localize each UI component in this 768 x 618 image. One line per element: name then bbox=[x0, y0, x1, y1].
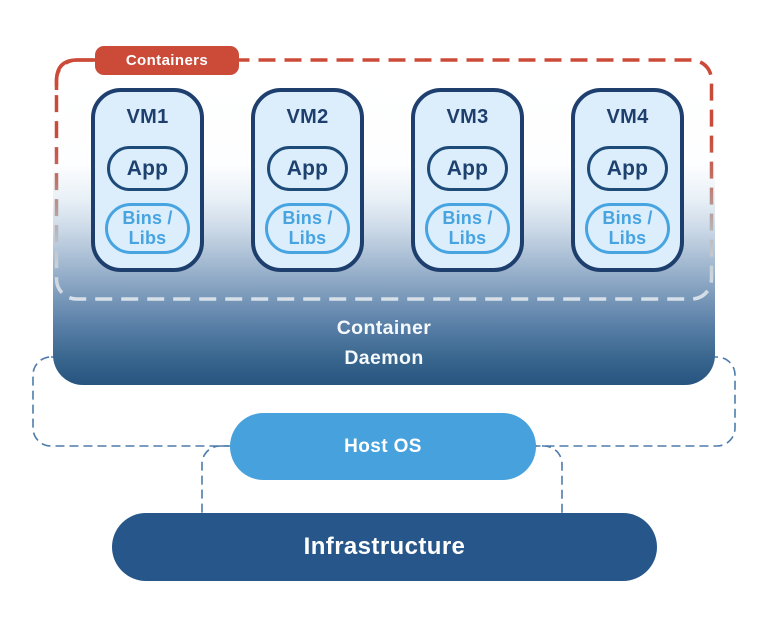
infrastructure-box: Infrastructure bbox=[112, 513, 657, 581]
vm3-bins-line2: Libs bbox=[448, 227, 487, 248]
containers-tag: Containers bbox=[95, 46, 239, 75]
vm1-app-pill: App bbox=[107, 146, 188, 191]
vm4-bins-line2: Libs bbox=[608, 227, 647, 248]
vm3-bins-libs-pill: Bins / Libs bbox=[425, 203, 510, 254]
vm4-box: VM4 App Bins / Libs bbox=[571, 88, 684, 272]
vm1-app-label: App bbox=[126, 156, 169, 180]
containers-tag-label: Containers bbox=[125, 52, 209, 69]
vm2-box: VM2 App Bins / Libs bbox=[251, 88, 364, 272]
vm2-title: VM2 bbox=[286, 106, 329, 128]
vm2-app-label: App bbox=[286, 156, 329, 180]
vm3-title: VM3 bbox=[446, 106, 489, 128]
vm4-app-label: App bbox=[606, 156, 649, 180]
vm4-title: VM4 bbox=[606, 106, 649, 128]
vm3-box: VM3 App Bins / Libs bbox=[411, 88, 524, 272]
host-os-box: Host OS bbox=[230, 413, 536, 480]
vm2-app-pill: App bbox=[267, 146, 348, 191]
vm3-bins-line1: Bins / bbox=[442, 208, 493, 229]
vm3-app-pill: App bbox=[427, 146, 508, 191]
vm2-bins-libs-pill: Bins / Libs bbox=[265, 203, 350, 254]
vm2-bins-line2: Libs bbox=[288, 227, 327, 248]
infrastructure-label: Infrastructure bbox=[303, 533, 466, 560]
host-os-label: Host OS bbox=[344, 435, 422, 457]
vm3-app-label: App bbox=[446, 156, 489, 180]
vm4-bins-libs-pill: Bins / Libs bbox=[585, 203, 670, 254]
vm1-box: VM1 App Bins / Libs bbox=[91, 88, 204, 272]
container-daemon-label: Container Daemon bbox=[53, 313, 715, 373]
vm4-app-pill: App bbox=[587, 146, 668, 191]
vm1-bins-line2: Libs bbox=[128, 227, 167, 248]
container-daemon-line2: Daemon bbox=[344, 347, 424, 369]
vm1-bins-line1: Bins / bbox=[122, 208, 173, 229]
vm2-bins-line1: Bins / bbox=[282, 208, 333, 229]
vm1-title: VM1 bbox=[126, 106, 169, 128]
vm1-bins-libs-pill: Bins / Libs bbox=[105, 203, 190, 254]
container-daemon-line1: Container bbox=[336, 317, 432, 339]
vm4-bins-line1: Bins / bbox=[602, 208, 653, 229]
